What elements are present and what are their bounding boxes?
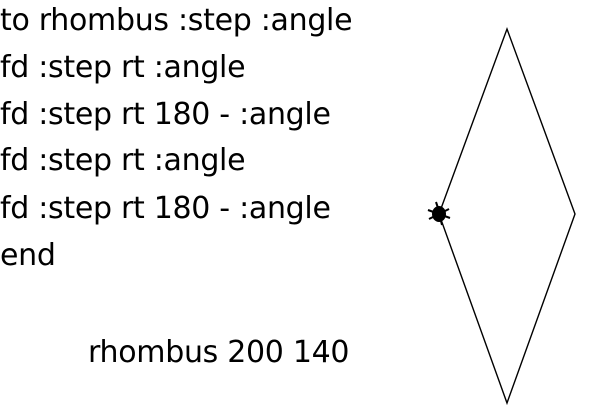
code-line-end: end bbox=[0, 238, 56, 273]
code-line-fd-3: fd :step rt :angle bbox=[0, 143, 246, 178]
turtle-icon bbox=[427, 201, 451, 226]
code-line-fd-4: fd :step rt 180 - :angle bbox=[0, 191, 331, 226]
code-line-to: to rhombus :step :angle bbox=[0, 3, 353, 38]
code-line-fd-1: fd :step rt :angle bbox=[0, 50, 246, 85]
code-line-fd-2: fd :step rt 180 - :angle bbox=[0, 97, 331, 132]
rhombus-shape bbox=[438, 26, 576, 406]
procedure-call: rhombus 200 140 bbox=[88, 335, 350, 370]
